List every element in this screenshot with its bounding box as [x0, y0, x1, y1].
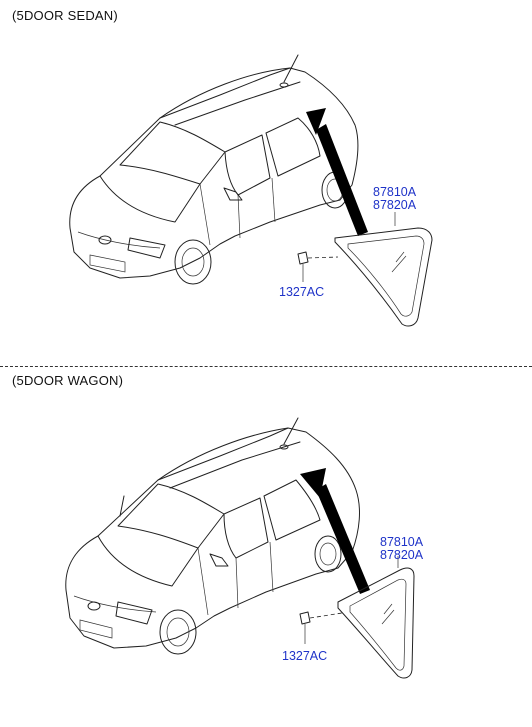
sedan-diagram — [69, 54, 433, 327]
callout-87820a-sedan[interactable]: 87820A — [373, 198, 417, 212]
section-title-wagon: (5DOOR WAGON) — [12, 373, 124, 388]
wagon-diagram — [65, 417, 415, 679]
callout-87820a-wagon[interactable]: 87820A — [380, 548, 424, 562]
section-title-sedan: (5DOOR SEDAN) — [12, 8, 118, 23]
callout-87810a-wagon[interactable]: 87810A — [380, 535, 424, 549]
callout-1327ac-wagon[interactable]: 1327AC — [282, 649, 328, 663]
callout-87810a-sedan[interactable]: 87810A — [373, 185, 417, 199]
section-divider — [0, 366, 532, 367]
callout-1327ac-sedan[interactable]: 1327AC — [279, 285, 325, 299]
